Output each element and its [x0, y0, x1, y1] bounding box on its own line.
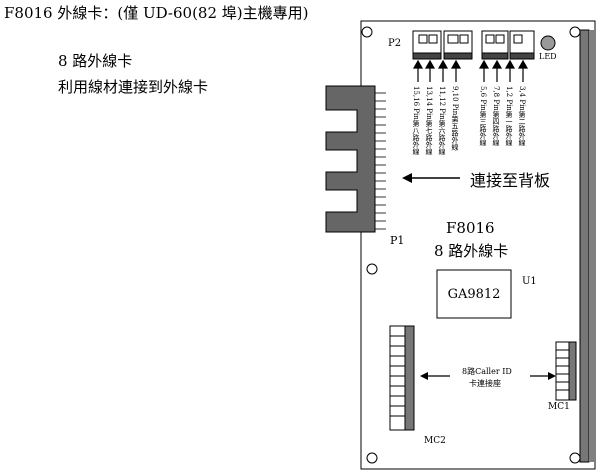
description-line-2: 利用線材連接到外線卡: [58, 78, 209, 96]
mounting-hole: [366, 452, 378, 464]
mounting-hole: [569, 452, 581, 464]
edge-rail: [579, 29, 590, 463]
model-sub-label: 8 路外線卡: [434, 242, 509, 260]
p2-terminal-blocks: [412, 30, 535, 60]
pin-label: 13,14 Pin第七路外線: [425, 86, 433, 155]
pin-label: 15,16 Pin第八路外線: [412, 86, 420, 155]
callerid-label-2: 卡連接座: [469, 379, 501, 388]
led-indicator: [540, 35, 556, 51]
pin-label: 1,2 Pin第一路外線: [505, 86, 513, 146]
mounting-hole: [569, 26, 581, 38]
mc2-connector: [389, 325, 415, 431]
pin-label: 7,8 Pin第四路外線: [492, 86, 500, 146]
model-label: F8016: [446, 219, 495, 237]
mounting-hole: [361, 26, 373, 38]
pin-label: 5,6 Pin第三路外線: [479, 86, 487, 146]
led-label: LED: [539, 52, 557, 61]
description-line-1: 8 路外線卡: [58, 52, 133, 70]
chip-label: GA9812: [447, 287, 501, 302]
pin-label: 9,10 Pin第五路外線: [451, 86, 459, 151]
mc2-label: MC2: [424, 436, 446, 446]
p1-connector: [325, 85, 386, 233]
mc1-connector: [555, 341, 577, 401]
pin-label: 11,12 Pin第六路外線: [438, 86, 446, 155]
pin-arrows: [412, 59, 529, 82]
mounting-hole: [366, 263, 378, 275]
p2-label: P2: [388, 38, 402, 49]
p1-label: P1: [390, 234, 405, 247]
backplane-label: 連接至背板: [470, 171, 551, 190]
u1-chip: [436, 269, 512, 319]
pin-label: 3,4 Pin第二路外線: [518, 86, 526, 146]
u1-label: U1: [522, 276, 537, 287]
mc1-label: MC1: [548, 402, 570, 412]
page-title: F8016 外線卡：(僅 UD-60(82 埠)主機專用): [4, 4, 309, 22]
callerid-label-1: 8路Caller ID: [462, 367, 512, 376]
